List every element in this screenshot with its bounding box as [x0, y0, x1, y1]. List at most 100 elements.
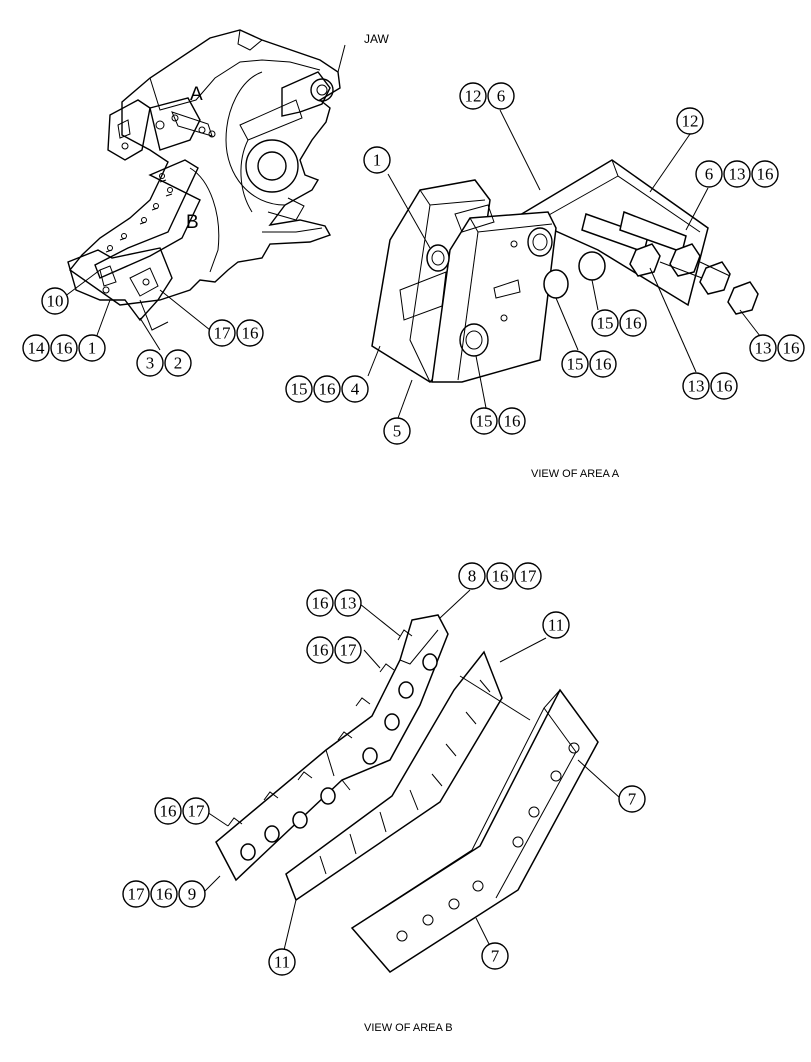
callout-number: 15	[476, 412, 493, 431]
callout-group: 1	[363, 146, 391, 174]
callout-balloon	[182, 797, 210, 825]
callout-number: 12	[682, 112, 699, 131]
callout-balloon	[723, 160, 751, 188]
callout-balloon	[164, 349, 192, 377]
callout-balloon	[136, 349, 164, 377]
callout-number: 16	[492, 567, 509, 586]
callout-number: 13	[340, 594, 357, 613]
callout-balloon	[268, 948, 296, 976]
callout-balloon	[236, 319, 264, 347]
callout-balloon	[695, 160, 723, 188]
wear-block-7	[350, 688, 599, 973]
callout-balloon	[154, 797, 182, 825]
callout-balloon	[676, 107, 704, 135]
jaw-label: JAW	[364, 32, 390, 46]
callout-balloon	[22, 334, 50, 362]
callout-balloon	[459, 82, 487, 110]
callout-balloon	[383, 417, 411, 445]
callout-balloon	[285, 375, 313, 403]
callout-group: 7	[618, 785, 646, 813]
callout-balloon	[208, 319, 236, 347]
callout-balloon	[487, 82, 515, 110]
callout-balloon	[777, 334, 805, 362]
callout-balloon	[178, 880, 206, 908]
callout-number: 17	[188, 802, 206, 821]
callout-balloon	[78, 334, 106, 362]
area-b-exploded-view	[215, 614, 599, 973]
jaw-body	[68, 29, 341, 306]
callout-balloon	[306, 636, 334, 664]
callout-balloon	[542, 611, 570, 639]
callout-balloon	[751, 160, 779, 188]
area-a-exploded-view	[371, 159, 759, 383]
callout-balloon	[458, 562, 486, 590]
callout-number: 13	[688, 377, 705, 396]
callout-number: 3	[146, 354, 155, 373]
callout-number: 15	[567, 355, 584, 374]
callout-number: 16	[716, 377, 733, 396]
callout-number: 16	[312, 641, 329, 660]
jaw-assembly-overview	[67, 29, 341, 331]
callout-number: 15	[597, 314, 614, 333]
callout-balloon	[334, 589, 362, 617]
slotted-plate-11	[285, 650, 503, 902]
callout-number: 7	[491, 947, 500, 966]
callout-number: 14	[28, 339, 46, 358]
callout-number: 16	[595, 355, 612, 374]
callout-number: 16	[242, 324, 259, 343]
callout-balloon	[589, 350, 617, 378]
callout-number: 7	[628, 790, 637, 809]
view-b-caption: VIEW OF AREA B	[364, 1022, 453, 1034]
callout-group: 10	[41, 287, 69, 315]
stud-strip-8-9	[215, 614, 449, 882]
callout-balloon	[363, 146, 391, 174]
callout-number: 10	[47, 292, 64, 311]
callout-number: 16	[319, 380, 336, 399]
callout-balloon	[150, 880, 178, 908]
callout-balloon	[618, 785, 646, 813]
callout-number: 4	[351, 380, 360, 399]
callout-balloon	[514, 562, 542, 590]
callout-number: 6	[497, 87, 506, 106]
callout-number: 16	[156, 885, 173, 904]
callout-group: 11	[268, 948, 296, 976]
callout-number: 12	[465, 87, 482, 106]
callout-number: 17	[520, 567, 538, 586]
callout-balloon	[306, 589, 334, 617]
callout-number: 5	[393, 422, 402, 441]
callout-balloon	[710, 372, 738, 400]
callout-group: 12 6	[459, 82, 515, 110]
area-b-marker: B	[186, 212, 199, 233]
callout-number: 13	[729, 165, 746, 184]
area-a-marker: A	[190, 84, 203, 105]
callout-number: 17	[340, 641, 358, 660]
callout-number: 11	[548, 616, 564, 635]
callout-number: 16	[504, 412, 521, 431]
callout-number: 9	[188, 885, 197, 904]
callout-balloon	[619, 309, 647, 337]
callout-number: 16	[757, 165, 774, 184]
callout-balloon	[334, 636, 362, 664]
callout-number: 16	[625, 314, 642, 333]
callout-number: 15	[291, 380, 308, 399]
callout-number: 11	[274, 953, 290, 972]
callout-balloon	[749, 334, 777, 362]
callout-number: 16	[312, 594, 329, 613]
callout-number: 16	[160, 802, 177, 821]
callout-balloon	[313, 375, 341, 403]
callout-number: 2	[174, 354, 183, 373]
